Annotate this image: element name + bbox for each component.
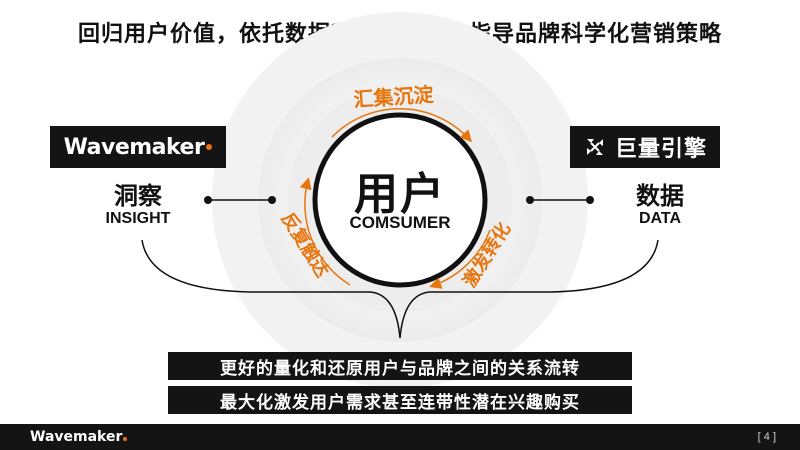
right-node-title: 数据 xyxy=(636,182,684,210)
left-connector-dot-a xyxy=(204,196,212,204)
ocean-engine-icon xyxy=(586,139,603,155)
center-title: 用户 xyxy=(354,169,446,220)
arc-right xyxy=(429,229,491,289)
page-number: [ 4 ] xyxy=(757,431,776,443)
banner-line-1: 更好的量化和还原用户与品牌之间的关系流转 xyxy=(168,352,632,380)
banner-line-2: 最大化激发用户需求甚至连带性潜在兴趣购买 xyxy=(168,386,632,414)
left-connector-dot-b xyxy=(268,196,276,204)
footer-bar xyxy=(0,424,800,450)
left-node-subtitle: INSIGHT xyxy=(105,210,171,227)
center-subtitle: COMSUMER xyxy=(349,213,451,232)
center-circle xyxy=(312,112,488,288)
footer-logo-text: Wavemaker xyxy=(30,429,123,445)
right-connector-dot-a xyxy=(526,196,534,204)
arc-left xyxy=(299,177,351,286)
wavemaker-logo-text: Wavemaker xyxy=(63,134,205,160)
arc-label-top: 汇集沉淀 xyxy=(353,82,435,112)
footer-logo-dot xyxy=(123,437,128,441)
footer-logo: Wavemaker xyxy=(30,429,128,445)
right-connector-dot-b xyxy=(586,196,594,204)
wavemaker-logo: Wavemaker xyxy=(50,126,226,168)
arc-top xyxy=(331,108,473,143)
wavemaker-logo-dot xyxy=(206,144,213,150)
bottom-brace xyxy=(141,239,659,339)
ocean-engine-logo: 巨量引擎 xyxy=(570,126,720,168)
right-node-subtitle: DATA xyxy=(638,210,682,227)
ocean-engine-logo-text: 巨量引擎 xyxy=(614,137,707,162)
left-node-title: 洞察 xyxy=(114,182,162,210)
